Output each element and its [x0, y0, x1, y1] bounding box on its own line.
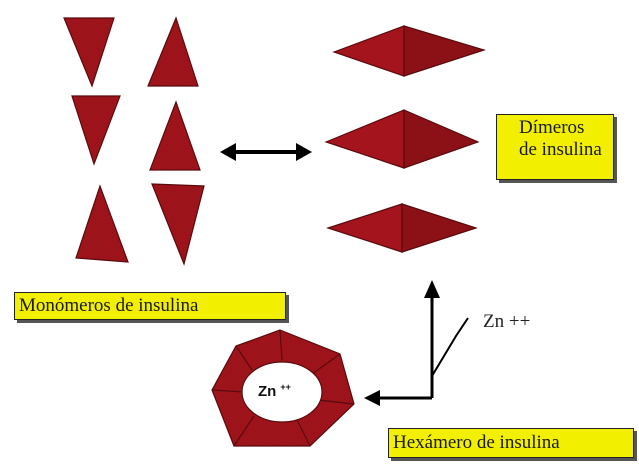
monomer-triangle — [71, 95, 121, 166]
dimer-group — [324, 25, 487, 253]
equilibrium-arrow — [220, 143, 312, 161]
dimer-diamond — [332, 25, 487, 77]
monomers-label: Monómeros de insulina — [14, 292, 286, 320]
dimers-label-line2: de insulina — [519, 138, 602, 160]
monomer-triangle — [63, 17, 115, 88]
monomer-group — [63, 16, 205, 266]
zinc-symbol: Zn — [258, 383, 277, 400]
dimer-diamond — [324, 109, 480, 169]
monomers-label-text: Monómeros de insulina — [19, 295, 199, 317]
hexamer — [211, 329, 355, 447]
hexamer-zinc-label: Zn++ — [258, 382, 291, 400]
zinc-pathway-arrows — [364, 280, 469, 406]
dimers-label: Dímeros de insulina — [496, 114, 614, 180]
dimer-diamond — [326, 203, 478, 253]
monomer-triangle — [149, 100, 201, 171]
monomer-triangle — [75, 184, 129, 263]
monomer-triangle — [151, 183, 205, 266]
monomer-triangle — [147, 16, 199, 87]
zinc-charge: ++ — [280, 382, 291, 392]
hexamer-label-text: Hexámero de insulina — [393, 432, 560, 454]
hexamer-zinc-core — [241, 361, 323, 423]
dimers-label-line1: Dímeros — [519, 117, 585, 138]
zinc-ion-label: Zn ++ — [483, 311, 531, 332]
hexamer-label: Hexámero de insulina — [388, 428, 634, 458]
